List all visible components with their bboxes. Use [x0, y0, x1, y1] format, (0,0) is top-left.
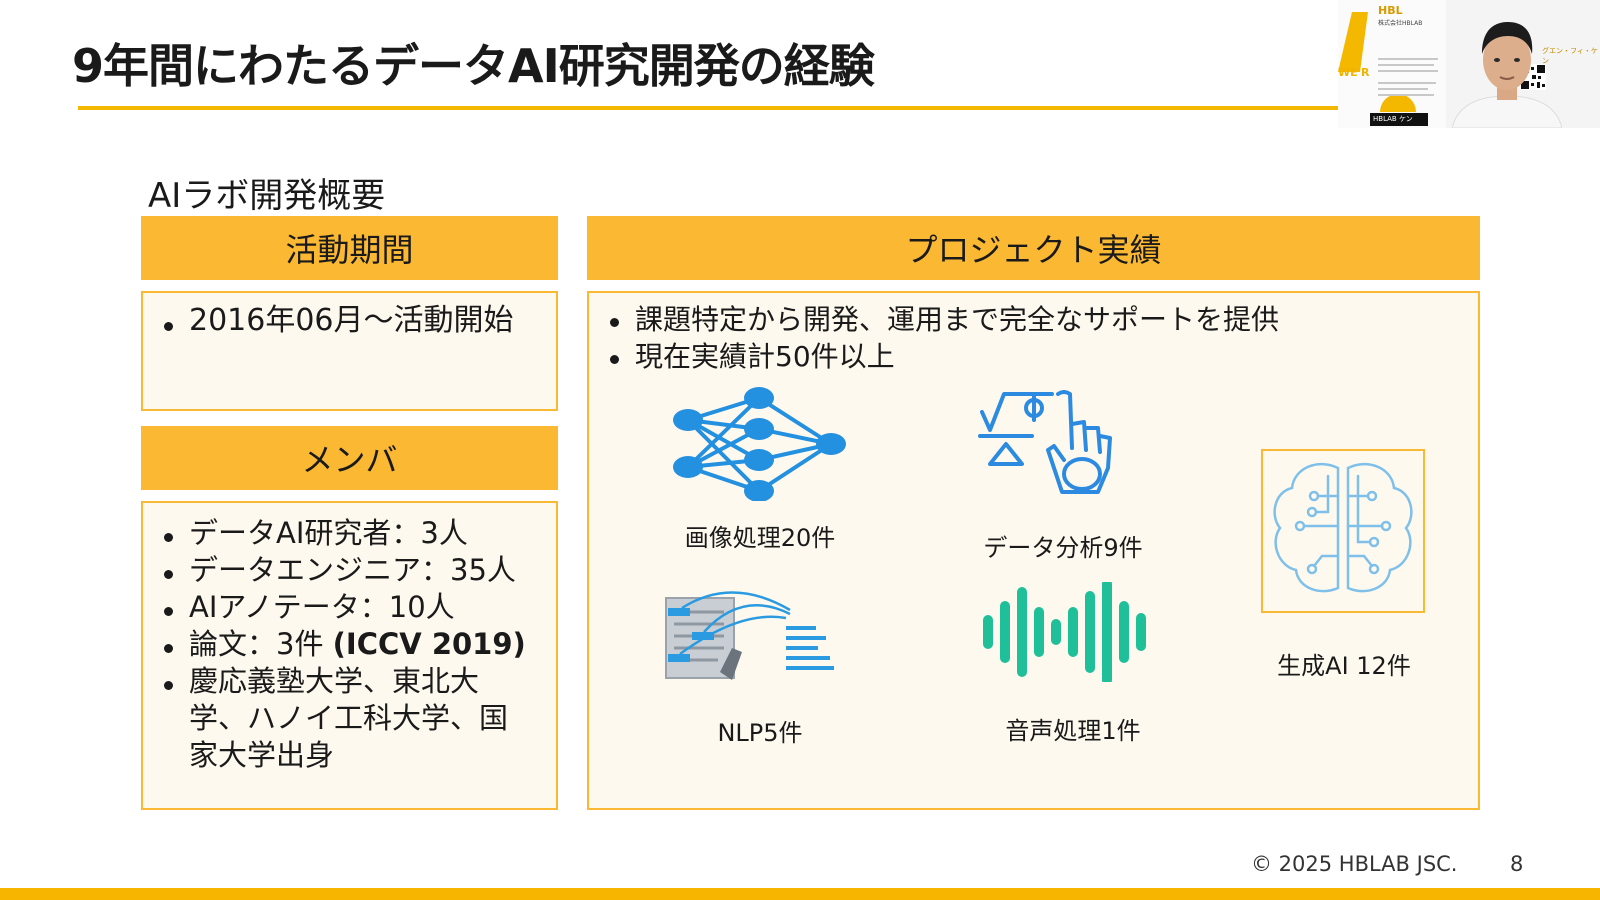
members-list: データAI研究者：3人 データエンジニア：35人 AIアノテータ：10人 論文：…	[153, 515, 526, 774]
backdrop-text-line	[1378, 94, 1434, 96]
webcam-overlay[interactable]: HBL 株式会社HBLAB WE'R HBLAB ケン グエン・フィ・ケン	[1338, 0, 1600, 128]
backdrop-side-text: グエン・フィ・ケン	[1542, 47, 1598, 65]
member-item-paper: 論文：3件 (ICCV 2019)	[153, 626, 526, 663]
backdrop-tagline: WE'R	[1338, 66, 1370, 79]
universities-line-1: 慶応義塾大学、東北大	[189, 664, 480, 698]
caption-data-analysis: データ分析9件	[983, 534, 1143, 562]
projects-header-label: プロジェクト実績	[905, 231, 1162, 269]
backdrop-text-line	[1378, 88, 1428, 90]
backdrop-company: 株式会社HBLAB	[1378, 20, 1423, 27]
backdrop-brand: HBL	[1378, 4, 1403, 17]
backdrop-sun-icon	[1380, 96, 1416, 112]
members-header-label: メンバ	[301, 441, 398, 479]
copyright: © 2025 HBLAB JSC.	[1251, 852, 1458, 876]
activity-header-label: 活動期間	[285, 231, 414, 269]
member-item: データAI研究者：3人	[153, 515, 526, 552]
projects-header: プロジェクト実績	[587, 216, 1480, 280]
members-panel: データAI研究者：3人 データエンジニア：35人 AIアノテータ：10人 論文：…	[141, 501, 558, 810]
bottom-accent-bar	[0, 888, 1600, 900]
caption-nlp: NLP5件	[717, 719, 803, 747]
project-item: 現在実績計50件以上	[599, 338, 1279, 375]
math-hand-icon	[978, 390, 1112, 494]
generative-ai-frame	[1261, 449, 1425, 613]
slide-title: 9年間にわたるデータAI研究開発の経験	[72, 39, 875, 93]
activity-list: 2016年06月～活動開始	[153, 303, 514, 339]
webcam-video: グエン・フィ・ケン	[1446, 0, 1600, 128]
member-item-universities: 慶応義塾大学、東北大 学、ハノイ工科大学、国 家大学出身	[153, 663, 526, 774]
activity-panel: 2016年06月～活動開始	[141, 291, 558, 411]
project-item: 課題特定から開発、運用まで完全なサポートを提供	[599, 301, 1279, 338]
activity-header: 活動期間	[141, 216, 558, 280]
title-underline	[78, 106, 1378, 110]
members-header: メンバ	[141, 426, 558, 490]
member-item: データエンジニア：35人	[153, 552, 526, 589]
webcam-backdrop: HBL 株式会社HBLAB WE'R HBLAB ケン	[1338, 0, 1446, 128]
paper-count: 論文：3件	[189, 627, 333, 661]
backdrop-text-line	[1378, 82, 1436, 84]
universities-line-2: 学、ハノイ工科大学、国	[189, 701, 509, 735]
universities-line-3: 家大学出身	[189, 738, 335, 772]
brain-circuit-icon	[1273, 462, 1413, 593]
caption-speech-processing: 音声処理1件	[1005, 717, 1141, 745]
projects-panel: 課題特定から開発、運用まで完全なサポートを提供 現在実績計50件以上	[587, 291, 1480, 810]
backdrop-text-line	[1378, 58, 1438, 60]
backdrop-text-line	[1378, 64, 1434, 66]
neural-network-icon	[673, 387, 846, 501]
section-label: AIラボ開発概要	[148, 176, 386, 216]
member-item: AIアノテータ：10人	[153, 589, 526, 626]
sound-wave-icon	[983, 582, 1146, 682]
projects-list: 課題特定から開発、運用まで完全なサポートを提供 現在実績計50件以上	[599, 301, 1279, 375]
document-nlp-icon	[665, 591, 834, 680]
backdrop-text-line	[1378, 70, 1438, 72]
caption-generative-ai: 生成AI 12件	[1277, 652, 1411, 680]
caption-image-processing: 画像処理20件	[684, 524, 836, 552]
activity-item: 2016年06月～活動開始	[153, 303, 514, 339]
page-number: 8	[1510, 852, 1524, 876]
paper-venue: (ICCV 2019)	[332, 627, 526, 661]
presenter-avatar	[1452, 22, 1562, 128]
backdrop-accent-shape	[1338, 12, 1368, 72]
participant-name-tag: HBLAB ケン	[1370, 113, 1428, 126]
